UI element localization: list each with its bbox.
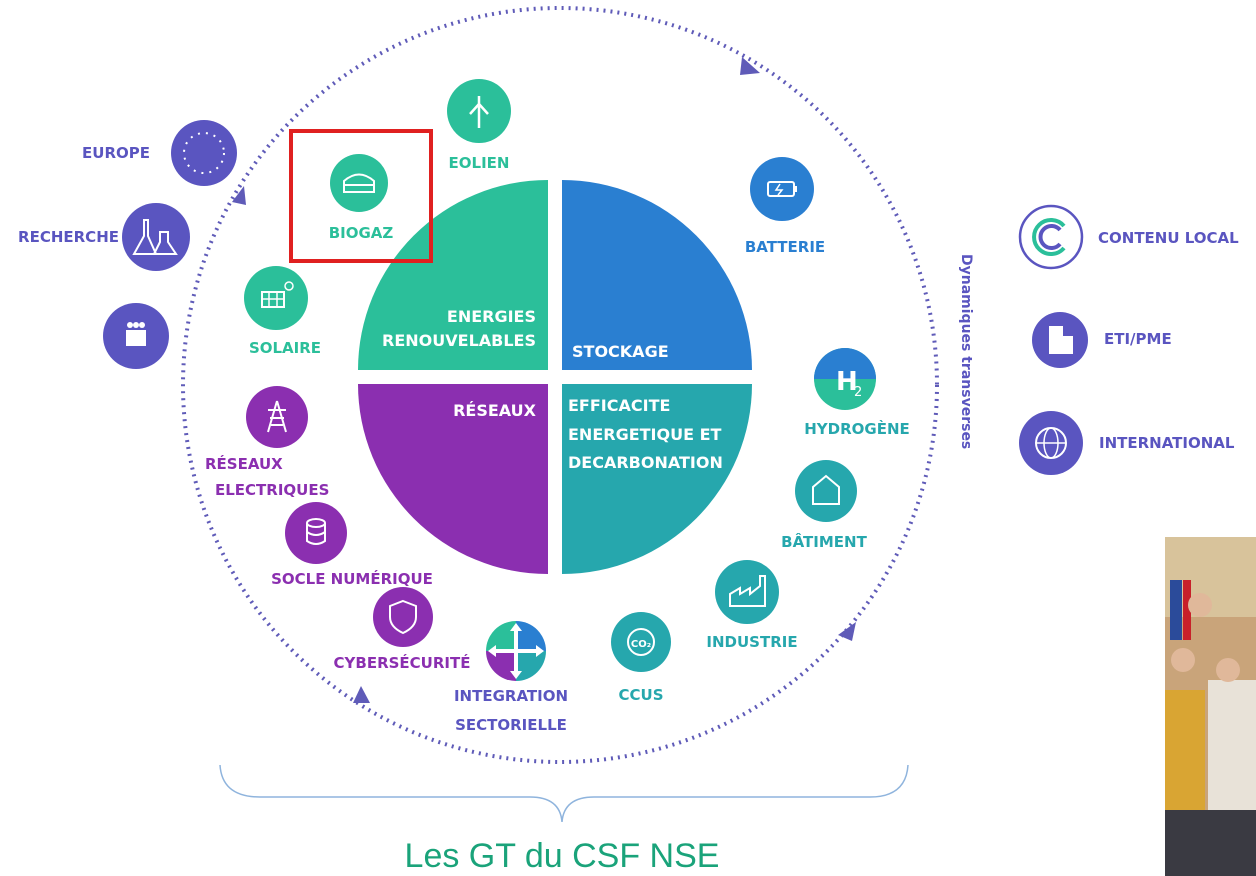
quadrant-efficacite-label-2: ENERGETIQUE ET (568, 425, 722, 444)
ccus-label: CCUS (619, 686, 664, 704)
right-items: CONTENU LOCAL ETI/PME INTERNATIONAL (1018, 204, 1239, 475)
quadrant-reseaux-label: RÉSEAUX (453, 401, 537, 420)
quadrant-stockage (562, 180, 752, 370)
arrow-right-icon (838, 622, 856, 641)
side-label: Dynamiques transverses (958, 254, 974, 449)
eolien-label: EOLIEN (449, 154, 510, 172)
left-items: EUROPE RECHERCHE (18, 120, 237, 369)
biogaz-dome-icon (330, 154, 388, 212)
arrow-top-right-icon (740, 57, 760, 75)
solar-panel-icon (244, 266, 308, 330)
international-label: INTERNATIONAL (1099, 434, 1235, 452)
socle-label: SOCLE NUMÉRIQUE (271, 569, 433, 588)
quadrant-stockage-label: STOCKAGE (572, 342, 669, 361)
cybersecurite-label: CYBERSÉCURITÉ (334, 653, 471, 672)
industrie-label: INDUSTRIE (706, 633, 797, 651)
contenu-local-label: CONTENU LOCAL (1098, 229, 1239, 247)
quadrant-reseaux (358, 384, 548, 574)
arrow-left-icon (232, 186, 246, 205)
bottom-brace (219, 764, 909, 823)
battery-icon (750, 157, 814, 221)
integration-label-2: SECTORIELLE (455, 716, 567, 734)
quadrant-energies-label-1: ENERGIES (447, 307, 536, 326)
quadrant-efficacite-label-1: EFFICACITE (568, 396, 670, 415)
hydrogen-subscript: 2 (854, 385, 862, 400)
co2-capture-icon (611, 612, 671, 672)
hydrogene-label: HYDROGÈNE (804, 419, 910, 438)
group-photo (1165, 537, 1256, 876)
arrow-bottom-left-icon (353, 686, 370, 703)
reseaux-elec-label-1: RÉSEAUX (205, 454, 283, 473)
research-flask-icon (122, 203, 190, 271)
biogaz-highlight-box (289, 129, 433, 263)
batiment-label: BÂTIMENT (781, 532, 867, 551)
outer-ring (181, 6, 939, 764)
quadrant-energies (358, 180, 548, 370)
center-pie: ENERGIES RENOUVELABLES STOCKAGE RÉSEAUX … (358, 180, 752, 574)
quadrant-energies-label-2: RENOUVELABLES (382, 331, 536, 350)
biogaz-label: BIOGAZ (329, 224, 394, 242)
factory-icon (715, 560, 779, 624)
database-icon (285, 502, 347, 564)
caption: Les GT du CSF NSE (405, 837, 720, 875)
integration-label-1: INTEGRATION (454, 687, 568, 705)
solaire-label: SOLAIRE (249, 339, 321, 357)
batterie-label: BATTERIE (745, 238, 825, 256)
quadrant-efficacite-label-3: DECARBONATION (568, 453, 723, 472)
contenu-local-icon (1018, 204, 1084, 270)
ring-items: EOLIEN BIOGAZ SOLAIRE BATTERIE H 2 HYDRO… (205, 79, 910, 734)
building-icon (795, 460, 857, 522)
shield-icon (373, 587, 433, 647)
hydrogen-h-glyph: H (836, 367, 858, 397)
reseaux-elec-label-2: ELECTRIQUES (215, 481, 329, 499)
integration-arrows-icon (486, 621, 546, 681)
co2-glyph: CO₂ (631, 639, 651, 650)
europe-icon (171, 120, 237, 186)
europe-label: EUROPE (82, 144, 150, 162)
quadrant-efficacite (562, 384, 752, 574)
eti-label: ETI/PME (1104, 330, 1172, 348)
recherche-label: RECHERCHE (18, 228, 119, 246)
